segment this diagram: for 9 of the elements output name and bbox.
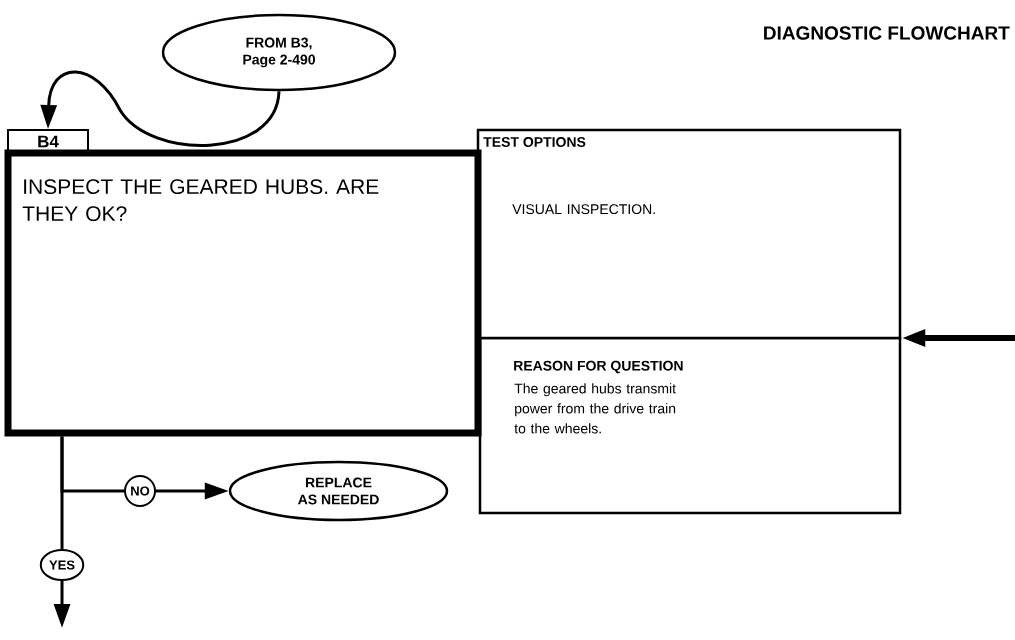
info-box: REASON FOR QUESTION The geared hubs transmit power from the drive train to the wheels. xyxy=(478,336,902,515)
info-box: TEST OPTIONS VISUAL INSPECTION. xyxy=(476,128,902,340)
terminal-oval: REPLACE AS NEEDED xyxy=(228,460,449,522)
edge-label: NO xyxy=(124,475,156,507)
question-box: INSPECT THE GEARED HUBS. ARE THEY OK? xyxy=(4,149,482,437)
edge-label: YES xyxy=(39,549,85,581)
title: DIAGNOSTIC FLOWCHART xyxy=(764,26,1010,40)
terminal-oval: FROM B3, Page 2-490 xyxy=(161,13,397,92)
arrow xyxy=(40,70,281,147)
